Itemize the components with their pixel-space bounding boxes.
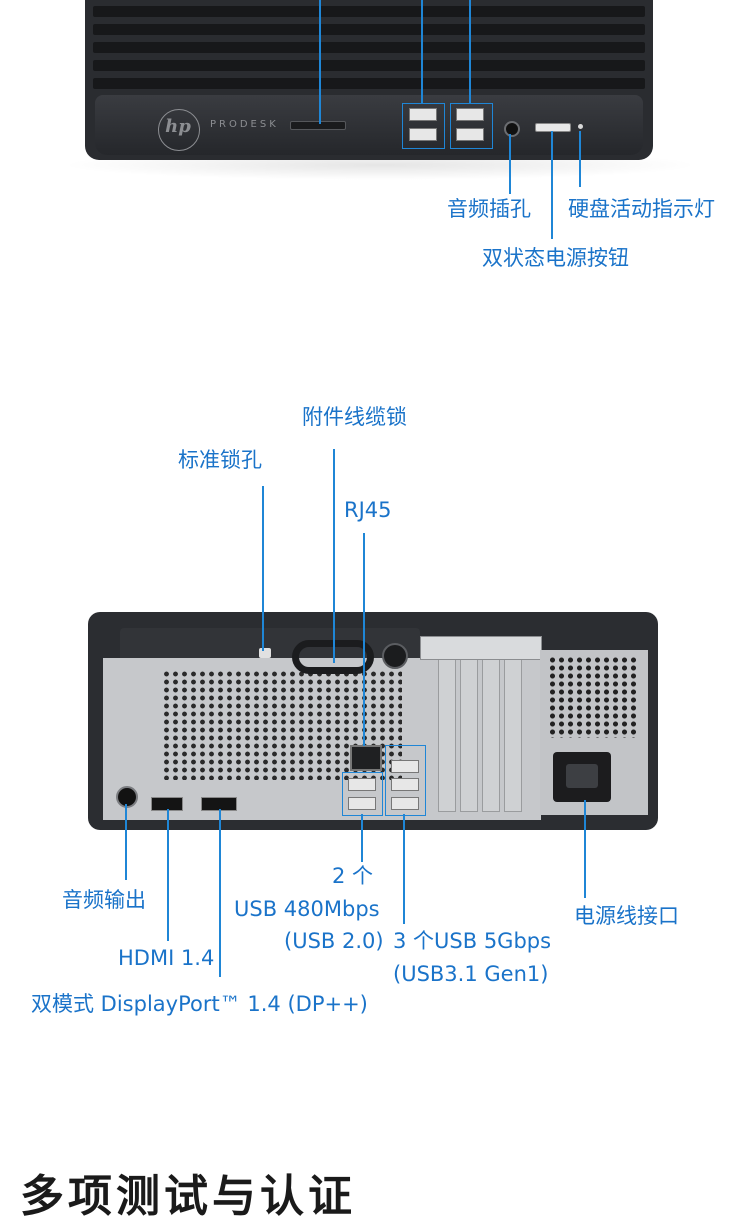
expansion-bracket — [420, 636, 542, 660]
callout-line — [551, 131, 553, 239]
label-usb3: 3 个USB 5Gbps — [393, 929, 552, 953]
rear-usb2-port — [348, 797, 376, 810]
callout-line — [403, 814, 405, 924]
label-audio-jack: 音频插孔 — [447, 197, 531, 221]
rear-audio-out-icon — [116, 786, 138, 808]
expansion-slot — [460, 658, 478, 812]
callout-line — [509, 134, 511, 194]
model-text: PRODESK — [210, 119, 279, 130]
front-grill-slot — [93, 6, 645, 17]
front-grill-slot — [93, 78, 645, 89]
power-socket-icon — [553, 752, 611, 802]
hp-logo-icon — [158, 109, 200, 151]
front-grill-slot — [93, 60, 645, 71]
cable-lock-screw-icon — [382, 643, 408, 669]
label-cable-lock: 附件线缆锁 — [302, 405, 407, 429]
front-usb-highlight — [450, 103, 493, 149]
label-usb2-count: 2 个 — [332, 864, 374, 888]
label-power-connector: 电源线接口 — [574, 904, 679, 928]
front-grill-slot — [93, 24, 645, 35]
callout-line — [584, 800, 586, 898]
callout-line — [421, 0, 423, 104]
callout-line — [125, 804, 127, 880]
rear-usb3-port — [391, 778, 419, 791]
front-grill-slot — [93, 42, 645, 53]
label-usb2-type: (USB 2.0) — [284, 929, 384, 953]
callout-line — [363, 533, 365, 746]
callout-line — [167, 809, 169, 941]
label-power-button: 双状态电源按钮 — [482, 246, 629, 270]
psu-fan-grill — [548, 656, 640, 738]
front-usb-port — [456, 108, 484, 121]
callout-line — [469, 0, 471, 104]
label-usb3-type: (USB3.1 Gen1) — [393, 962, 549, 986]
front-usb-port — [456, 128, 484, 141]
rear-usb3-port — [391, 760, 419, 773]
expansion-slot — [504, 658, 522, 812]
front-usb-highlight — [402, 103, 445, 149]
label-displayport: 双模式 DisplayPort™ 1.4 (DP++) — [31, 992, 368, 1016]
label-hdmi: HDMI 1.4 — [118, 946, 215, 970]
rear-usb2-port — [348, 778, 376, 791]
label-rj45: RJ45 — [344, 498, 392, 522]
expansion-slot — [438, 658, 456, 812]
label-security-slot: 标准锁孔 — [178, 448, 262, 472]
label-hdd-led: 硬盘活动指示灯 — [568, 197, 715, 221]
callout-line — [319, 0, 321, 124]
optical-drive-slot — [290, 121, 346, 130]
callout-line — [262, 486, 264, 651]
usb2-highlight — [342, 772, 383, 816]
callout-line — [219, 809, 221, 977]
expansion-slot — [482, 658, 500, 812]
hdd-led-icon — [578, 124, 583, 129]
security-slot-icon — [259, 648, 271, 658]
usb3-highlight — [385, 745, 426, 816]
callout-line — [579, 131, 581, 187]
hp-logo-text: hp — [165, 116, 191, 137]
front-usb-port — [409, 128, 437, 141]
label-usb2-speed: USB 480Mbps — [234, 897, 380, 921]
label-audio-out: 音频输出 — [62, 888, 146, 912]
front-audio-jack-icon — [504, 121, 520, 137]
front-usb-port — [409, 108, 437, 121]
rear-usb3-port — [391, 797, 419, 810]
section-heading: 多项测试与认证 — [20, 1171, 356, 1222]
callout-line — [361, 814, 363, 862]
power-button-icon — [535, 123, 571, 132]
rj45-port-icon — [350, 745, 382, 771]
callout-line — [333, 449, 335, 663]
